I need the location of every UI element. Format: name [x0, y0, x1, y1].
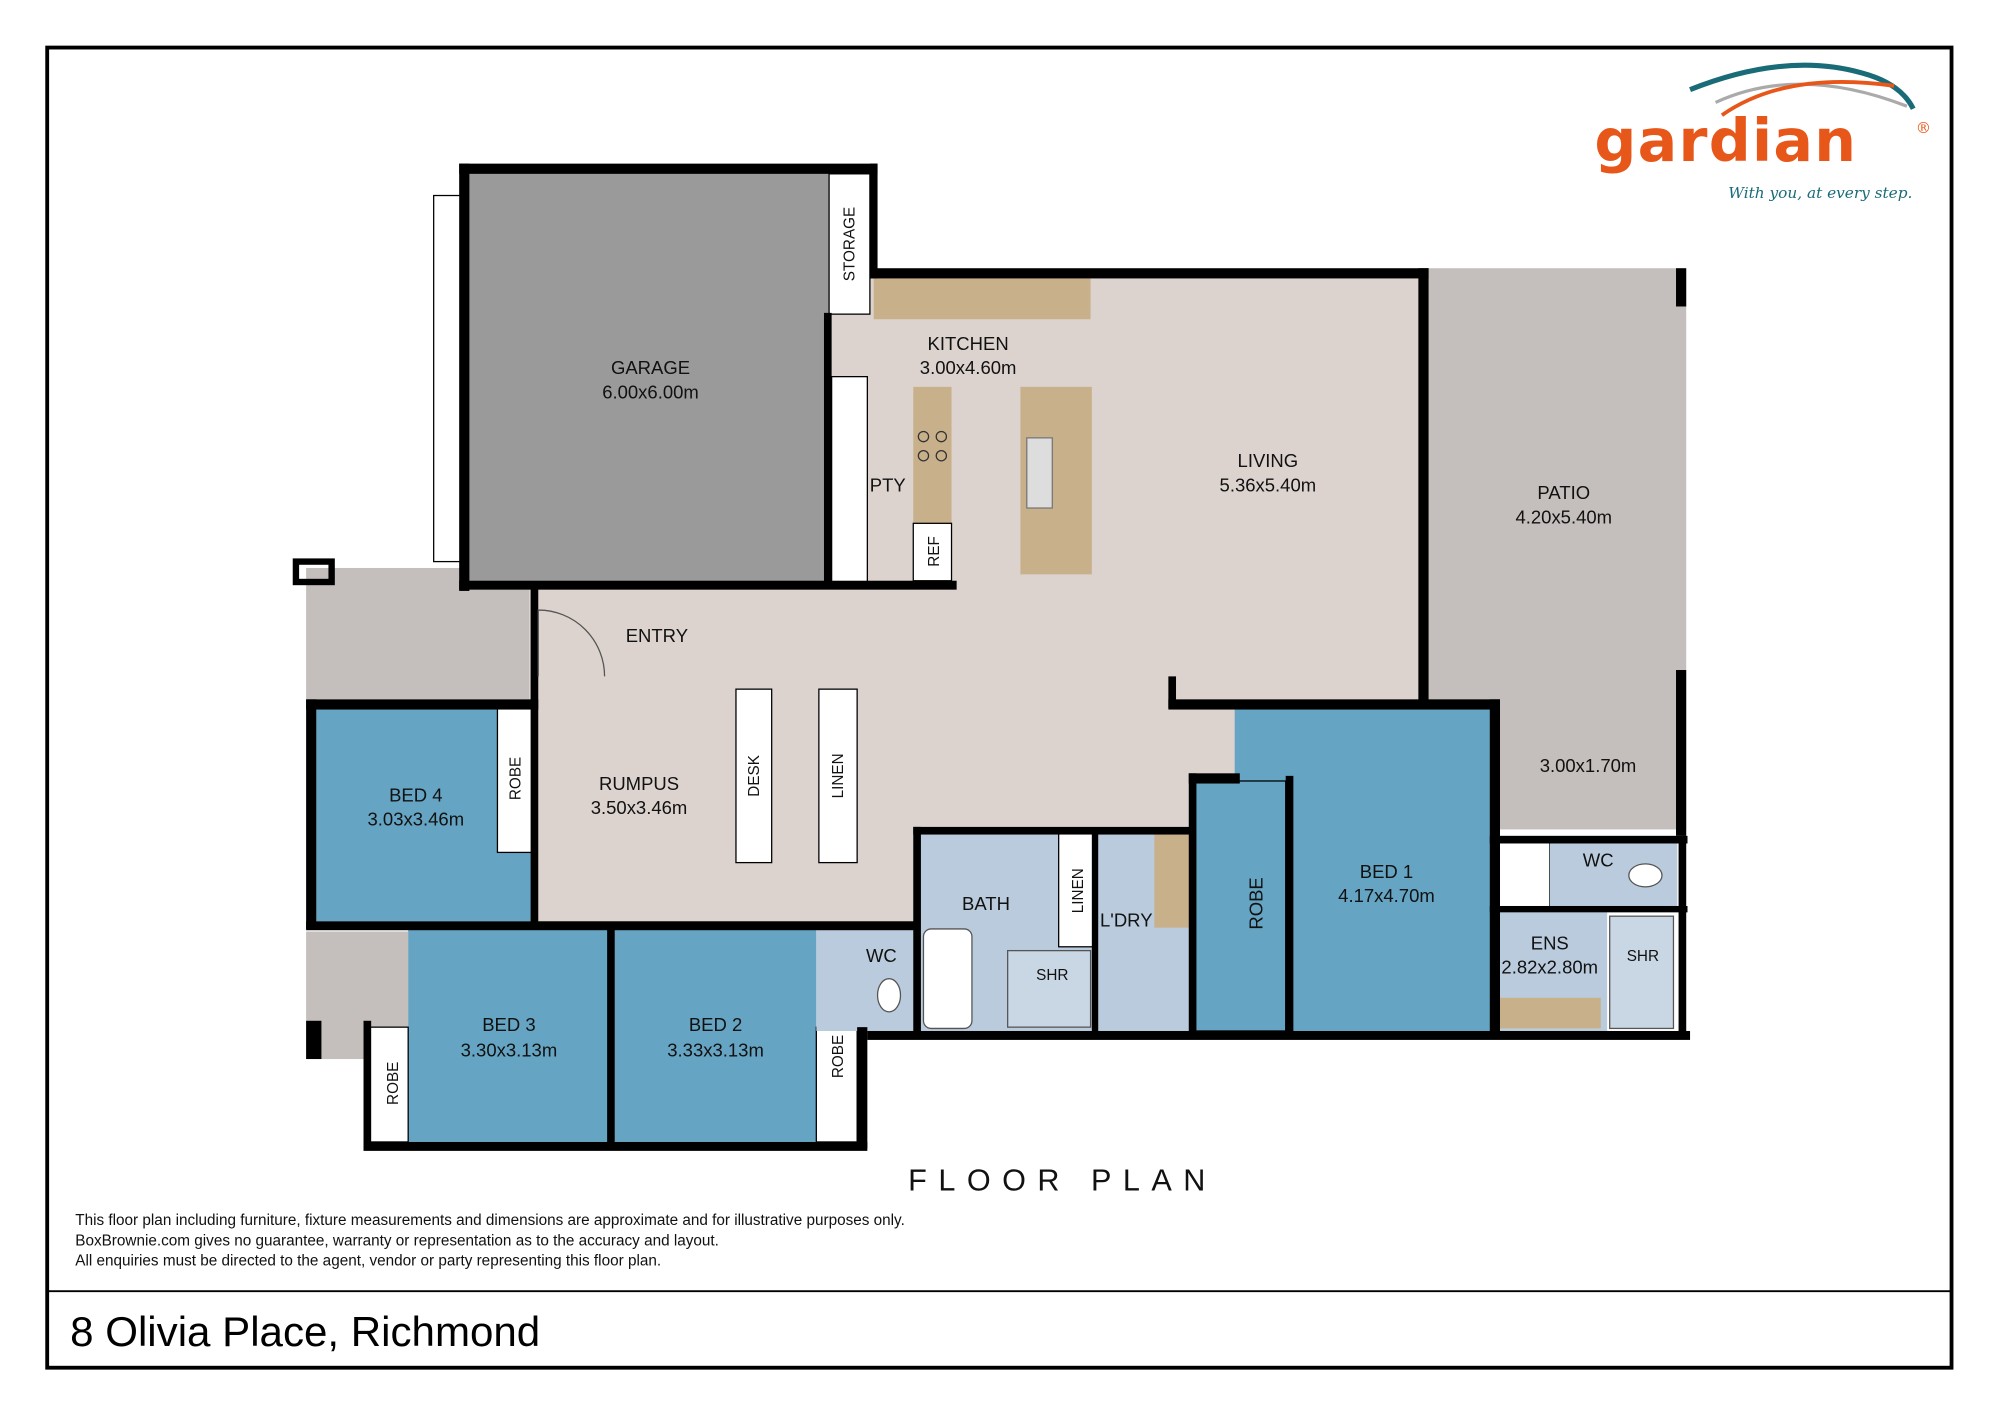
bed2-size: 3.33x3.13m: [667, 1039, 764, 1060]
plan-title: FLOOR PLAN: [908, 1163, 1217, 1197]
bed3-robe: [369, 1026, 409, 1143]
property-address: 8 Olivia Place, Richmond: [70, 1308, 540, 1355]
bed4-robe: [496, 707, 534, 854]
bathtub-icon: [922, 928, 973, 1030]
room-labels: GARAGE 6.00x6.00m STORAGE KITCHEN 3.00x4…: [368, 207, 1659, 1105]
bed4-size: 3.03x3.46m: [368, 809, 465, 830]
garage-size: 6.00x6.00m: [602, 381, 699, 402]
walls: [292, 163, 1691, 1151]
bed4-label: BED 4: [389, 784, 442, 805]
ref-label: REF: [926, 536, 943, 567]
storage-cupboard: [828, 173, 871, 315]
wc2-label: WC: [1583, 849, 1614, 870]
kitchen-size: 3.00x4.60m: [920, 357, 1017, 378]
garage-area: [465, 170, 830, 585]
bed3-size: 3.30x3.13m: [461, 1039, 558, 1060]
entry-door[interactable]: [537, 609, 606, 677]
bed1-robe: [1191, 780, 1287, 1032]
bed1-label: BED 1: [1360, 861, 1413, 882]
sheet-border: [45, 45, 1954, 1370]
shr2-label: SHR: [1627, 948, 1659, 965]
ens-size: 2.82x2.80m: [1501, 957, 1598, 978]
desk-label: DESK: [746, 754, 763, 796]
living-label: LIVING: [1238, 450, 1299, 471]
linen-cupboard: [818, 688, 858, 864]
robe1-label: ROBE: [1246, 877, 1267, 929]
robe2-label: ROBE: [830, 1035, 847, 1078]
linen2-label: LINEN: [1070, 868, 1087, 913]
shower-1: [1007, 949, 1092, 1028]
desk: [735, 688, 773, 864]
kitchen-bench: [873, 278, 1091, 320]
sink-icon: [1026, 437, 1053, 509]
pantry-label: PTY: [870, 474, 906, 495]
fridge-space: [912, 522, 953, 582]
ens-label: ENS: [1531, 932, 1569, 953]
bed2-area: [614, 928, 817, 1142]
shower-2: [1609, 915, 1675, 1030]
shr1-label: SHR: [1036, 967, 1068, 984]
pantry: [830, 376, 868, 584]
patio-label: PATIO: [1537, 482, 1590, 503]
side-bench: [913, 386, 952, 524]
disclaimer-line: This floor plan including furniture, fix…: [75, 1212, 905, 1229]
laundry-bench: [1154, 832, 1191, 928]
rumpus-label: RUMPUS: [599, 773, 679, 794]
wc1-label: WC: [866, 945, 897, 966]
bed3-area: [408, 928, 610, 1142]
logo-wordmark: gardian: [1594, 107, 1857, 175]
toilet-icon: [1628, 863, 1663, 888]
storage-label: STORAGE: [842, 207, 859, 282]
bath-linen: [1058, 831, 1096, 948]
entry-label: ENTRY: [626, 625, 688, 646]
robe4-label: ROBE: [507, 757, 524, 800]
patio2-size: 3.00x1.70m: [1540, 755, 1637, 776]
living-size: 5.36x5.40m: [1220, 474, 1317, 495]
bath-label: BATH: [962, 893, 1010, 914]
disclaimer-line: All enquiries must be directed to the ag…: [75, 1253, 661, 1270]
gardian-logo: gardian ® With you, at every step.: [1594, 62, 1931, 202]
bed1-size: 4.17x4.70m: [1338, 885, 1435, 906]
logo-tagline: With you, at every step.: [1728, 184, 1912, 202]
cooktop-icon: [917, 430, 948, 462]
garage-door[interactable]: [433, 194, 463, 563]
bed2-label: BED 2: [689, 1014, 742, 1035]
linen1-label: LINEN: [830, 753, 847, 798]
rumpus-size: 3.50x3.46m: [591, 797, 688, 818]
toilet-icon: [876, 978, 902, 1013]
laundry-label: L'DRY: [1100, 909, 1153, 930]
bed2-robe: [815, 1026, 858, 1143]
registered-mark: ®: [1916, 119, 1931, 137]
wc1-area: [816, 925, 916, 1031]
patio-size: 4.20x5.40m: [1515, 506, 1612, 527]
bed3-label: BED 3: [482, 1014, 535, 1035]
porch-area: [306, 567, 530, 700]
kitchen-label: KITCHEN: [928, 333, 1009, 354]
garage-label: GARAGE: [611, 357, 690, 378]
ens-cupboard: [1491, 841, 1551, 910]
robe3-label: ROBE: [385, 1062, 402, 1105]
disclaimer-line: BoxBrownie.com gives no guarantee, warra…: [75, 1232, 719, 1249]
ens-vanity: [1498, 997, 1601, 1029]
